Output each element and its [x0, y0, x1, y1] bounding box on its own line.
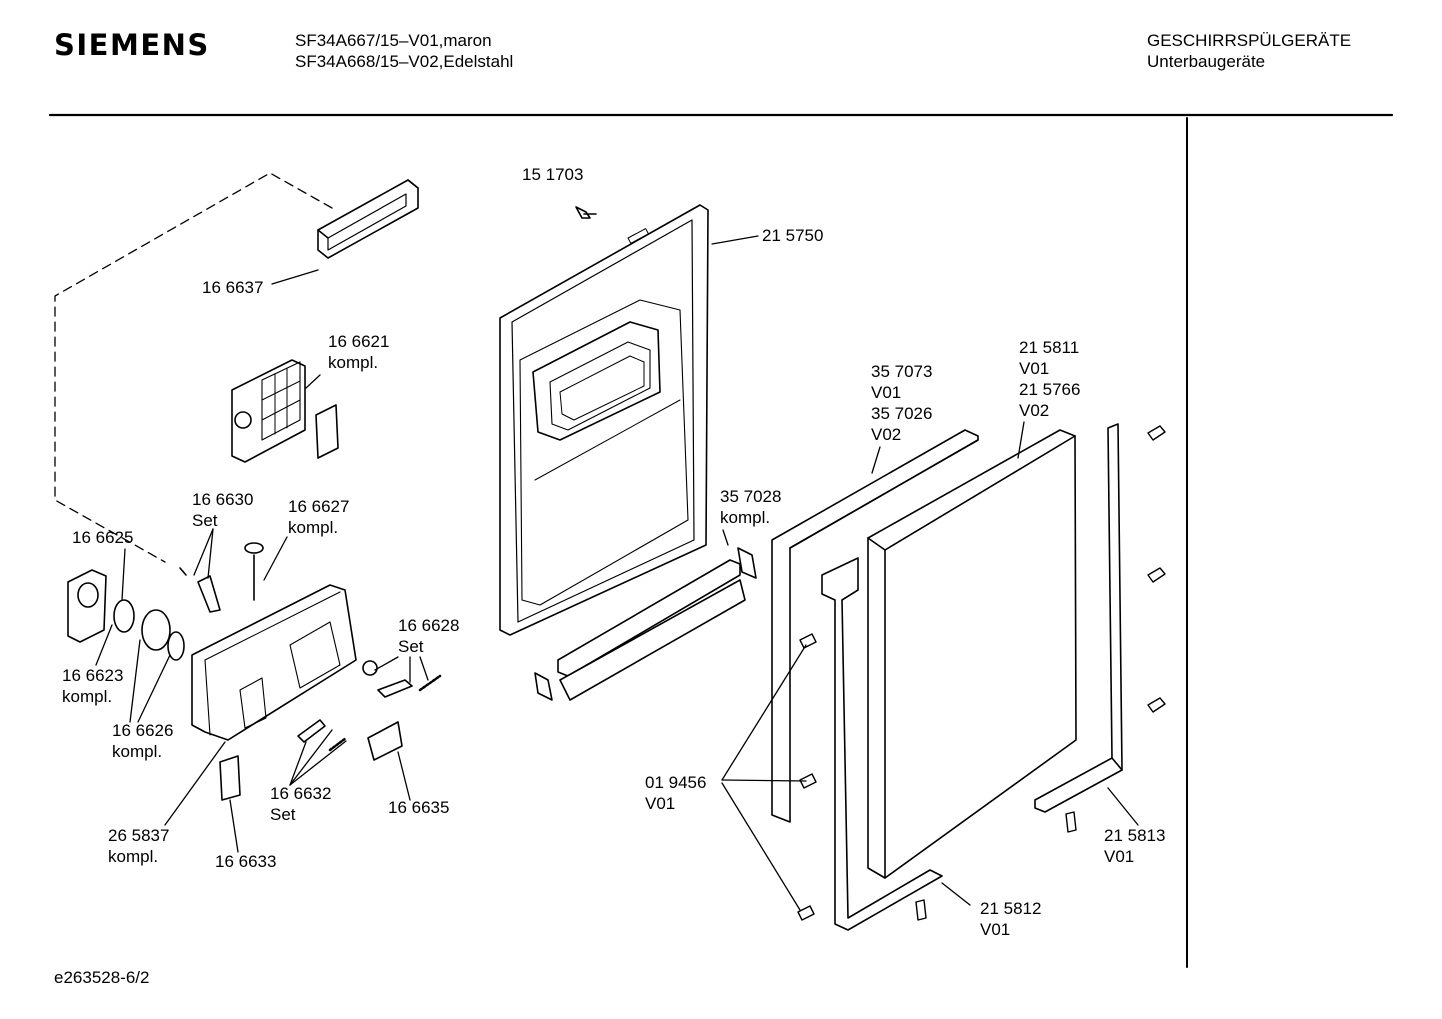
screws-right [797, 425, 1166, 921]
brand-logo: SIEMENS [54, 28, 210, 62]
part-note: Set [398, 637, 424, 656]
part-label: 01 9456 [645, 773, 707, 792]
part-label: 15 1703 [522, 165, 584, 184]
part-note: V02 [871, 425, 902, 444]
part-label: 16 6633 [215, 852, 277, 871]
dashed-assembly-line [54, 172, 333, 563]
part-label: 21 5812 [980, 899, 1042, 918]
part-label: 21 5750 [762, 226, 824, 245]
part-note: kompl. [720, 508, 771, 527]
part-note: V02 [1019, 401, 1050, 420]
part-note: kompl. [108, 847, 159, 866]
frame-215812 [821, 557, 943, 931]
part-label: 16 6627 [288, 497, 350, 516]
leader-lines [95, 235, 1139, 911]
part-label: 35 7073 [871, 362, 933, 381]
hinge-strip-357028 [534, 547, 757, 701]
model-line-1: SF34A667/15–V01,maron [295, 31, 492, 50]
part-label: 21 5811 [1019, 338, 1080, 357]
part-note: V01 [645, 794, 676, 813]
part-note: kompl. [112, 742, 163, 761]
door-panel-215811 [867, 429, 1077, 879]
rail-215813 [1034, 423, 1123, 813]
part-label: 35 7028 [720, 487, 782, 506]
part-note: Set [270, 805, 296, 824]
part-label: 21 5766 [1019, 380, 1081, 399]
part-note: V01 [1104, 847, 1135, 866]
filter-cover-166621 [231, 359, 339, 463]
part-label: 26 5837 [108, 826, 170, 845]
gasket-frame-166637 [317, 179, 419, 259]
part-label: 35 7026 [871, 404, 933, 423]
part-label: 16 6632 [270, 784, 332, 803]
part-note: Set [192, 511, 218, 530]
part-note: V01 [1019, 359, 1050, 378]
part-label: 16 6635 [388, 798, 450, 817]
part-note: kompl. [328, 353, 379, 372]
part-note: kompl. [62, 687, 113, 706]
part-note: V01 [871, 383, 902, 402]
part-label: 16 6621 [328, 332, 390, 351]
part-label: 16 6628 [398, 616, 460, 635]
model-line-2: SF34A668/15–V02,Edelstahl [295, 52, 514, 71]
dispenser-parts-left [67, 542, 442, 761]
part-label: 16 6623 [62, 666, 124, 685]
drawing-id: e263528-6/2 [54, 968, 150, 987]
part-label: 16 6625 [72, 528, 134, 547]
part-label: 21 5813 [1104, 826, 1166, 845]
category-line-1: GESCHIRRSPÜLGERÄTE [1147, 31, 1352, 50]
inner-door-215750 [499, 204, 709, 636]
outer-panel-357073 [771, 429, 979, 823]
control-unit-265837 [191, 584, 357, 801]
part-note: kompl. [288, 518, 339, 537]
part-label: 16 6626 [112, 721, 174, 740]
part-label: 16 6630 [192, 490, 254, 509]
part-label: 16 6637 [202, 278, 264, 297]
screw-151703 [575, 206, 597, 219]
category-line-2: Unterbaugeräte [1147, 52, 1266, 71]
part-note: V01 [980, 920, 1011, 939]
